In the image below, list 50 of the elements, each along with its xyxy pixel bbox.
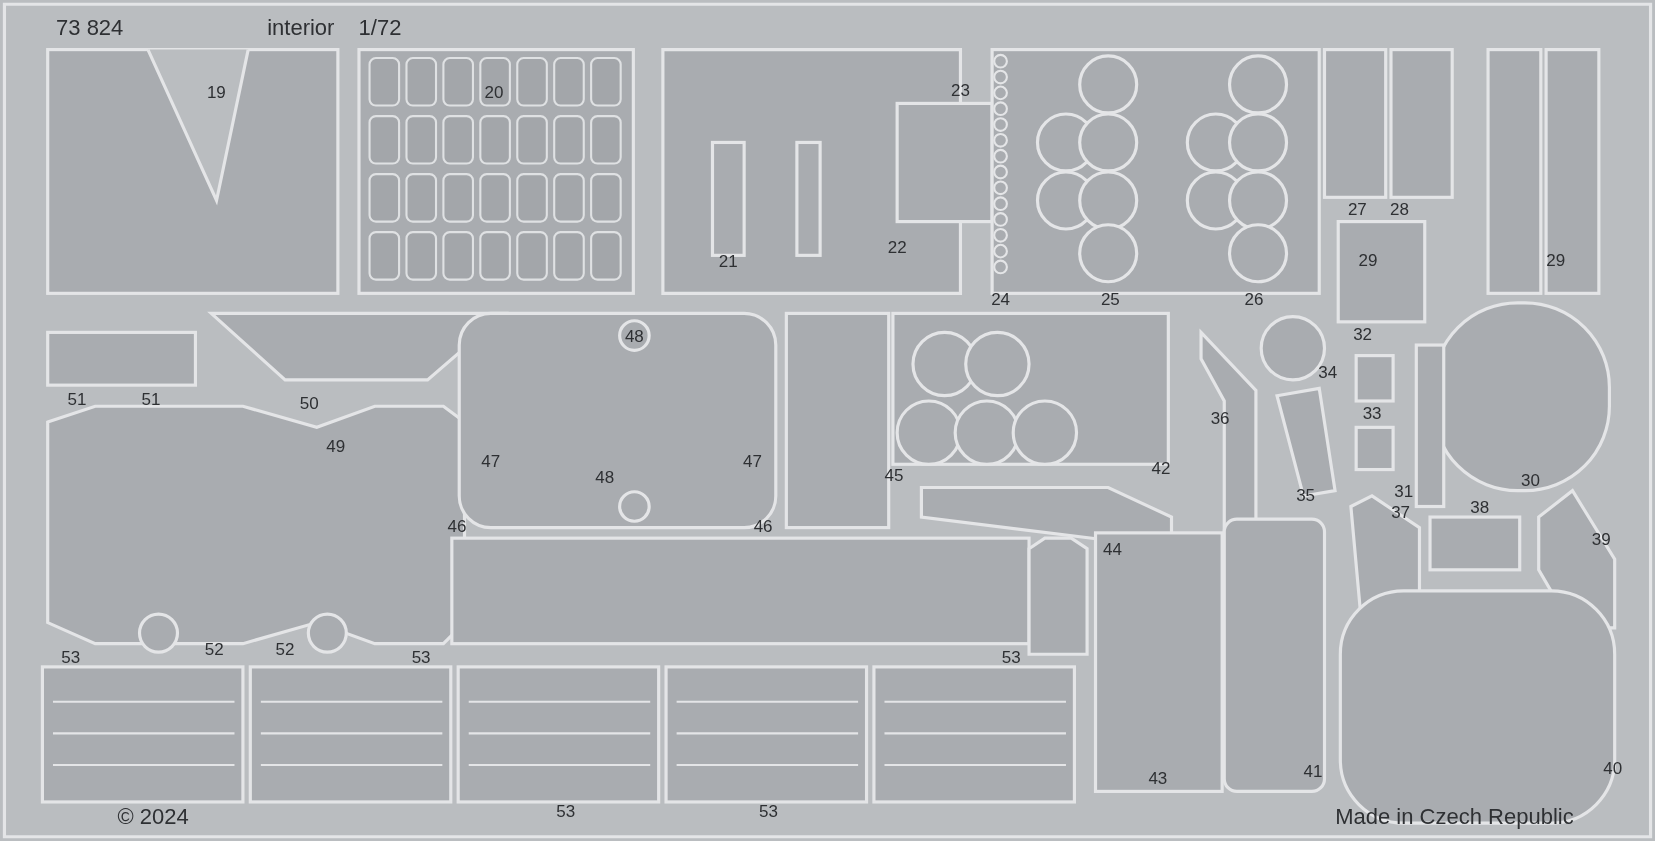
part-number: 51: [67, 390, 87, 408]
part-number: 31: [1394, 482, 1414, 500]
fret-text: Made in Czech Republic: [1335, 805, 1574, 828]
part-number: 38: [1470, 498, 1490, 516]
part-number: 53: [758, 802, 778, 820]
part-number: 53: [411, 648, 431, 665]
part-number: 50: [299, 394, 319, 412]
part-number: 47: [481, 452, 501, 470]
part-number: 34: [1318, 363, 1338, 380]
part-number: 48: [595, 468, 615, 486]
part-number: 29: [1358, 251, 1378, 269]
fret-text: interior: [267, 17, 335, 40]
part-number: 42: [1151, 459, 1171, 477]
part-number: 33: [1362, 404, 1382, 422]
part-number: 22: [887, 238, 907, 256]
part-number: 19: [206, 83, 226, 101]
part-number: 43: [1148, 769, 1168, 787]
part-number: 32: [1353, 325, 1373, 343]
part-number: 25: [1100, 290, 1120, 308]
part-number: 29: [1546, 251, 1566, 269]
part-number: 47: [743, 452, 762, 470]
part-number: 46: [447, 517, 467, 535]
part-number: 52: [204, 640, 224, 658]
part-number: 30: [1521, 471, 1540, 489]
fret-text: 1/72: [358, 17, 402, 40]
part-number: 46: [753, 517, 773, 535]
part-number: 36: [1210, 409, 1230, 427]
part-number: 48: [624, 327, 644, 345]
part-number: 49: [326, 437, 346, 455]
part-number: 27: [1347, 200, 1367, 218]
part-number: 53: [556, 802, 576, 820]
part-number: 23: [951, 81, 970, 99]
part-number: 39: [1591, 530, 1611, 548]
part-number: 37: [1391, 503, 1411, 521]
part-number: 53: [1001, 648, 1021, 665]
part-number: 26: [1244, 290, 1264, 308]
part-number: 20: [484, 83, 504, 101]
part-number: 41: [1303, 762, 1323, 779]
part-number: 51: [141, 390, 161, 408]
part-number: 40: [1603, 759, 1623, 777]
part-number: 53: [61, 648, 81, 665]
part-number: 21: [718, 252, 738, 270]
part-number: 45: [884, 466, 904, 484]
part-number: 24: [991, 290, 1011, 308]
part-number: 35: [1296, 486, 1316, 504]
part-number: 28: [1390, 200, 1409, 218]
part-number: 44: [1103, 540, 1122, 558]
fret-text: © 2024: [117, 805, 189, 828]
fret-text: 73 824: [56, 17, 124, 40]
part-number: 52: [275, 640, 295, 658]
